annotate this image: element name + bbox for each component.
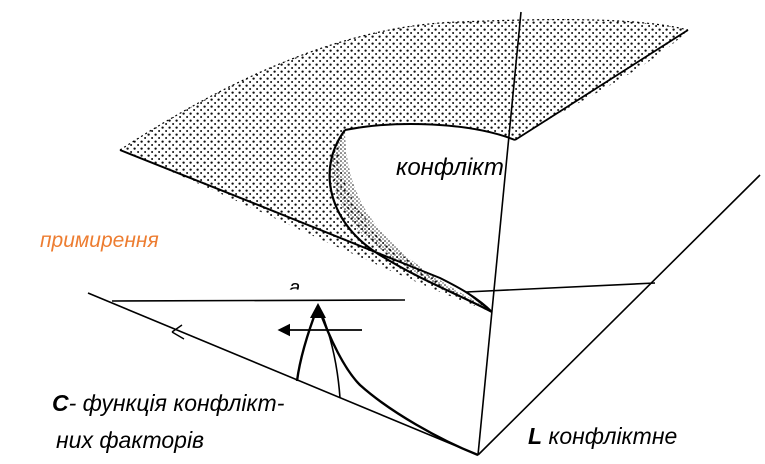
label-conflict: конфлікт (396, 154, 504, 182)
cusp-right-branch (318, 306, 478, 455)
label-reconciliation: примирення (40, 229, 159, 253)
label-l-conflictive: L конфліктне (528, 423, 677, 450)
cusp-arrowhead (310, 303, 326, 318)
label-l-text: конфліктне (542, 423, 677, 449)
base-back-line (112, 300, 405, 301)
label-c-text: - функція конфлікт- (69, 390, 285, 416)
label-c-function-line2: них факторів (56, 427, 204, 454)
label-l-letter: L (528, 423, 542, 449)
box-right-edge (478, 175, 760, 455)
label-c-letter: C (52, 390, 69, 416)
label-c-function-line1: C- функція конфлікт- (52, 390, 284, 417)
